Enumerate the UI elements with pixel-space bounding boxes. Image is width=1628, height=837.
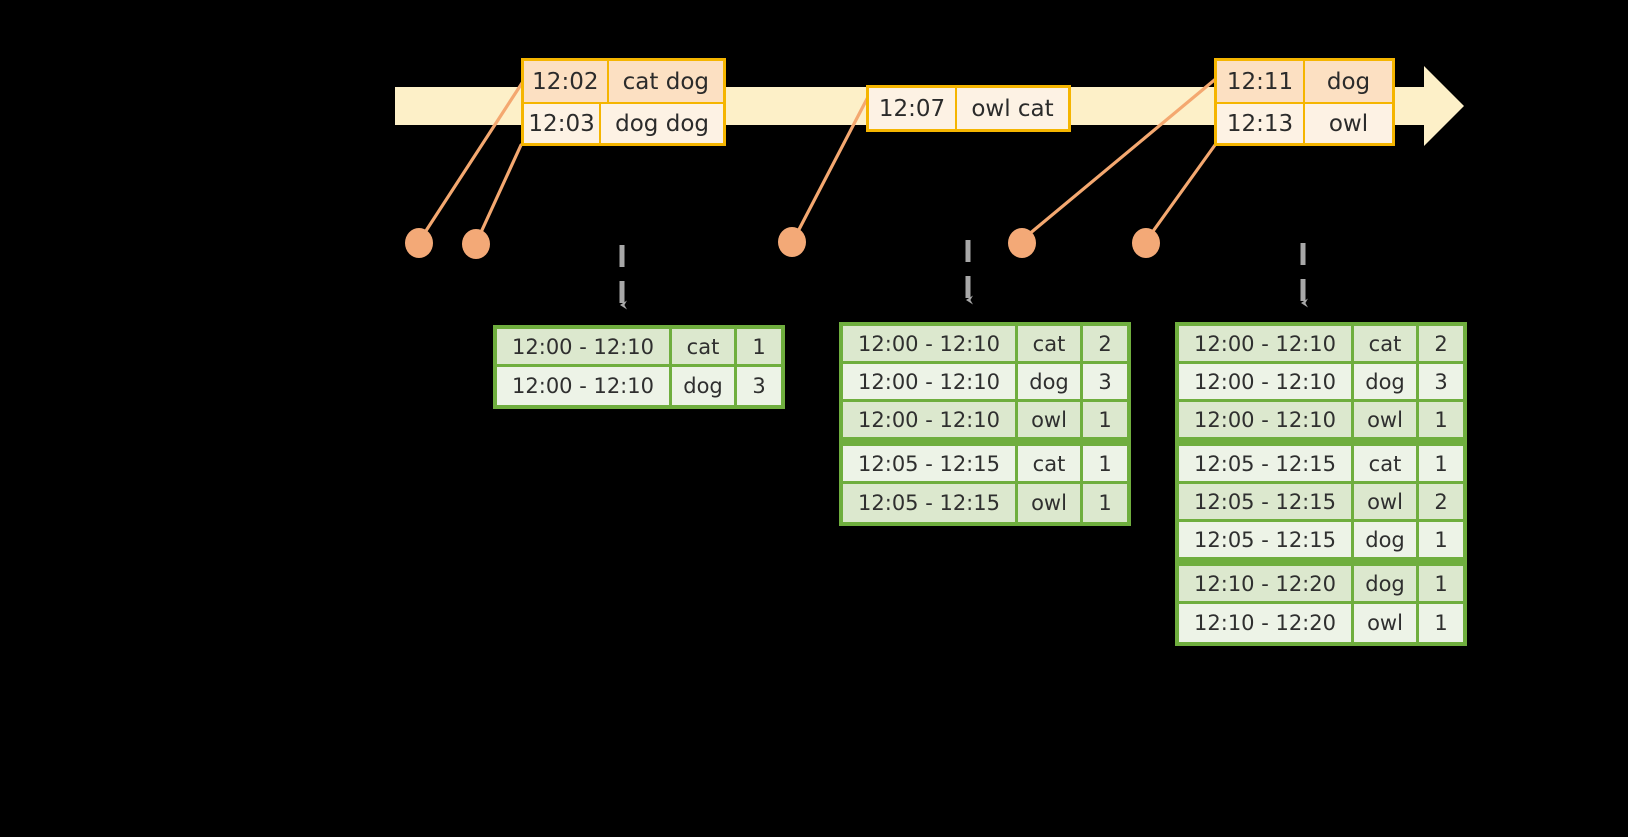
event-words: owl cat: [957, 88, 1068, 129]
window-cell: 12:00 - 12:10: [1179, 326, 1351, 361]
table-group-separator: [1179, 560, 1463, 566]
watermark-dots: [405, 227, 1160, 259]
count-cell: 1: [1419, 402, 1463, 437]
watermark-dot-2: [462, 229, 490, 259]
count-cell: 3: [1083, 364, 1127, 399]
table-group-separator: [1179, 440, 1463, 446]
event-row[interactable]: 12:02 cat dog: [524, 61, 723, 102]
window-cell: 12:00 - 12:10: [1179, 402, 1351, 437]
event-time: 12:13: [1217, 104, 1305, 143]
key-cell: owl: [1018, 402, 1080, 437]
key-cell: cat: [1018, 326, 1080, 361]
connector-line-1: [418, 78, 526, 242]
event-words: dog dog: [601, 104, 723, 143]
count-cell: 1: [1419, 566, 1463, 601]
key-cell: dog: [672, 367, 734, 405]
count-cell: 1: [1419, 446, 1463, 481]
count-cell: 1: [1419, 604, 1463, 642]
window-cell: 12:00 - 12:10: [1179, 364, 1351, 399]
key-cell: cat: [672, 329, 734, 364]
count-cell: 2: [1419, 484, 1463, 519]
connector-line-2: [475, 143, 523, 243]
watermark-dot-3: [778, 227, 806, 257]
watermark-dot-1: [405, 228, 433, 258]
event-words: owl: [1305, 104, 1392, 143]
key-cell: dog: [1354, 522, 1416, 557]
event-group-1[interactable]: 12:02 cat dog 12:03 dog dog: [521, 58, 726, 146]
window-cell: 12:00 - 12:10: [843, 402, 1015, 437]
window-cell: 12:05 - 12:15: [1179, 484, 1351, 519]
event-group-2[interactable]: 12:07 owl cat: [866, 85, 1071, 132]
key-cell: owl: [1354, 604, 1416, 642]
dashed-arrows: [619, 240, 1308, 310]
count-cell: 3: [737, 367, 781, 405]
count-cell: 2: [1083, 326, 1127, 361]
event-row[interactable]: 12:03 dog dog: [524, 102, 723, 143]
event-row[interactable]: 12:07 owl cat: [869, 88, 1068, 129]
key-cell: dog: [1354, 364, 1416, 399]
connector-line-3: [791, 93, 871, 243]
event-group-3[interactable]: 12:11 dog 12:13 owl: [1214, 58, 1395, 146]
watermark-dot-5: [1132, 228, 1160, 258]
connector-line-5: [1144, 143, 1217, 243]
key-cell: dog: [1354, 566, 1416, 601]
window-cell: 12:00 - 12:10: [497, 329, 669, 364]
key-cell: dog: [1018, 364, 1080, 399]
window-cell: 12:10 - 12:20: [1179, 566, 1351, 601]
window-cell: 12:00 - 12:10: [843, 326, 1015, 361]
key-cell: owl: [1018, 484, 1080, 522]
event-time: 12:11: [1217, 61, 1305, 102]
count-cell: 2: [1419, 326, 1463, 361]
window-cell: 12:05 - 12:15: [1179, 522, 1351, 557]
event-time: 12:02: [524, 61, 609, 102]
watermark-dot-4: [1008, 228, 1036, 258]
event-words: cat dog: [608, 61, 723, 102]
event-time: 12:07: [869, 88, 957, 129]
count-cell: 1: [1083, 484, 1127, 522]
window-cell: 12:05 - 12:15: [843, 484, 1015, 522]
table-group-separator: [843, 440, 1127, 446]
key-cell: cat: [1354, 446, 1416, 481]
window-cell: 12:10 - 12:20: [1179, 604, 1351, 642]
count-cell: 1: [1419, 522, 1463, 557]
key-cell: owl: [1354, 402, 1416, 437]
event-row[interactable]: 12:13 owl: [1217, 102, 1392, 143]
window-cell: 12:05 - 12:15: [843, 446, 1015, 481]
key-cell: owl: [1354, 484, 1416, 519]
window-cell: 12:00 - 12:10: [497, 367, 669, 405]
window-cell: 12:05 - 12:15: [1179, 446, 1351, 481]
count-cell: 1: [737, 329, 781, 364]
count-cell: 3: [1419, 364, 1463, 399]
count-cell: 1: [1083, 402, 1127, 437]
key-cell: cat: [1018, 446, 1080, 481]
window-cell: 12:00 - 12:10: [843, 364, 1015, 399]
key-cell: cat: [1354, 326, 1416, 361]
event-time: 12:03: [524, 104, 602, 143]
event-words: dog: [1305, 61, 1392, 102]
event-row[interactable]: 12:11 dog: [1217, 61, 1392, 102]
count-cell: 1: [1083, 446, 1127, 481]
